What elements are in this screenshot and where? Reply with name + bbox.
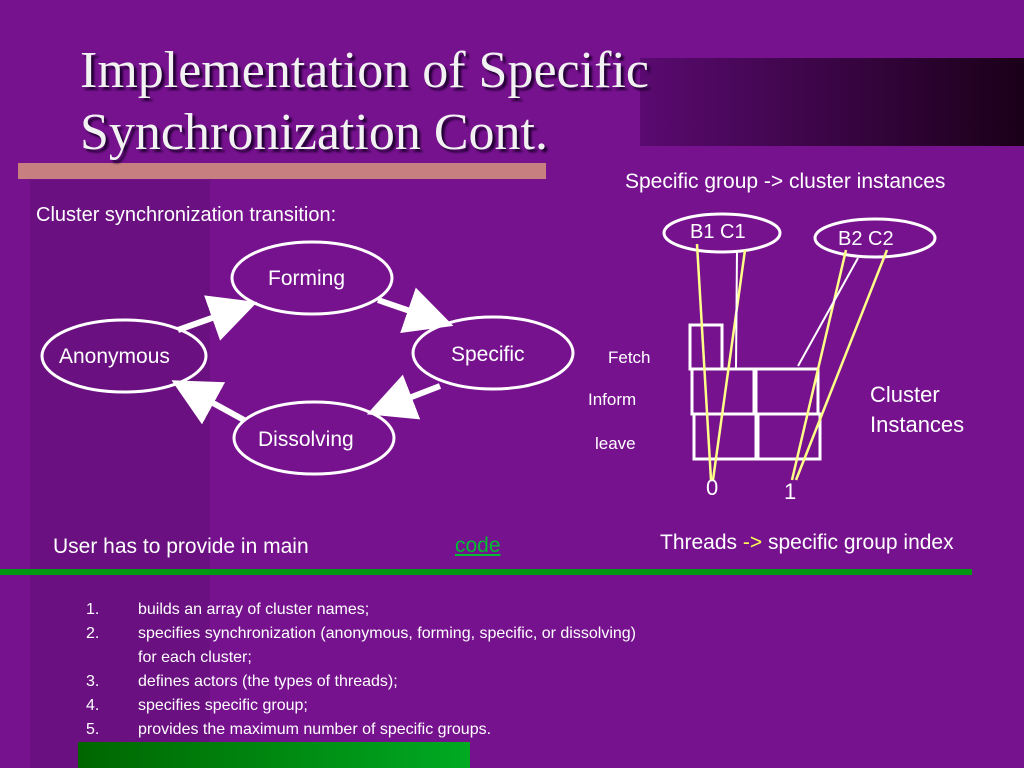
mapping-line-b2 [797,257,859,367]
group-b1c1-node [662,212,782,254]
bottom-green-bar [78,742,470,768]
list-item: 4. specifies specific group; [86,694,658,718]
leave-cell-0 [692,412,758,461]
leave-cell-1 [756,412,822,461]
title-accent-bar [18,163,546,179]
code-link[interactable]: code [455,534,501,557]
green-divider [0,569,972,575]
thread-line-b2-b [794,249,889,481]
list-item: 5. provides the maximum number of specifi… [86,718,658,742]
state-anonymous-label: Anonymous [59,345,170,368]
list-item: 3. defines actors (the types of threads); [86,670,658,694]
step-text: specifies synchronization (anonymous, fo… [138,625,636,666]
state-anonymous-node [40,318,208,394]
arrow-forming-to-specific [377,287,454,333]
threads-rest: specific group index [768,531,954,554]
title-line-1: Implementation of Specific [80,42,649,99]
transition-caption: Cluster synchronization transition: [36,204,337,226]
state-forming-label: Forming [268,267,346,290]
arrow-specific-to-dissolving [366,374,442,420]
group-b2c2-label: B2 C2 [838,228,894,250]
steps-list: 1. builds an array of cluster names; 2. sp… [86,598,658,742]
thread-line-b2-a [790,249,848,481]
cluster-instances-label-line2: Instances [870,412,965,437]
threads-arrow: -> [742,531,763,554]
background-top-right-band [640,58,1024,146]
arrow-anonymous-to-forming [177,295,258,341]
state-specific-label: Specific [451,343,525,366]
state-dissolving-node [232,400,396,476]
step-number: 3. [86,673,100,690]
group-index-1: 1 [784,479,797,504]
thread-line-b1-a [695,243,713,481]
title-line-2: Synchronization Cont. [80,104,548,161]
state-dissolving-label: Dissolving [258,428,354,451]
background-dark-panel [30,180,210,768]
list-item: 2. specifies synchronization (anonymous, … [86,622,658,670]
step-text: builds an array of cluster names; [138,601,370,618]
state-specific-node [411,315,575,391]
step-number: 2. [86,625,100,642]
row-leave-label: leave [595,434,636,453]
group-b1c1-label: B1 C1 [690,221,746,243]
step-text: defines actors (the types of threads); [138,673,398,690]
row-fetch-label: Fetch [608,348,651,367]
threads-word: Threads [660,531,738,554]
arrow-dissolving-to-anonymous [171,380,246,425]
main-intro-text: User has to provide in main [53,535,309,558]
list-item: 1. builds an array of cluster names; [86,598,658,622]
step-number: 4. [86,697,100,714]
step-text: provides the maximum number of specific … [138,721,492,738]
state-forming-node [230,240,394,316]
cluster-instances-label-line1: Cluster [870,382,940,407]
mapping-line-b1 [735,249,738,369]
thread-line-b1-b [711,249,747,481]
fetch-cell [688,323,724,371]
row-inform-label: Inform [588,390,637,409]
step-text: specifies specific group; [138,697,308,714]
step-number: 5. [86,721,100,738]
threads-caption: Threads -> specific group index [660,531,954,555]
group-b2c2-node [813,217,937,259]
step-number: 1. [86,601,100,618]
group-index-0: 0 [706,475,719,500]
slide-title: Implementation of Specific Synchronizati… [80,40,780,164]
cluster-instances-caption: Specific group -> cluster instances [625,170,946,193]
